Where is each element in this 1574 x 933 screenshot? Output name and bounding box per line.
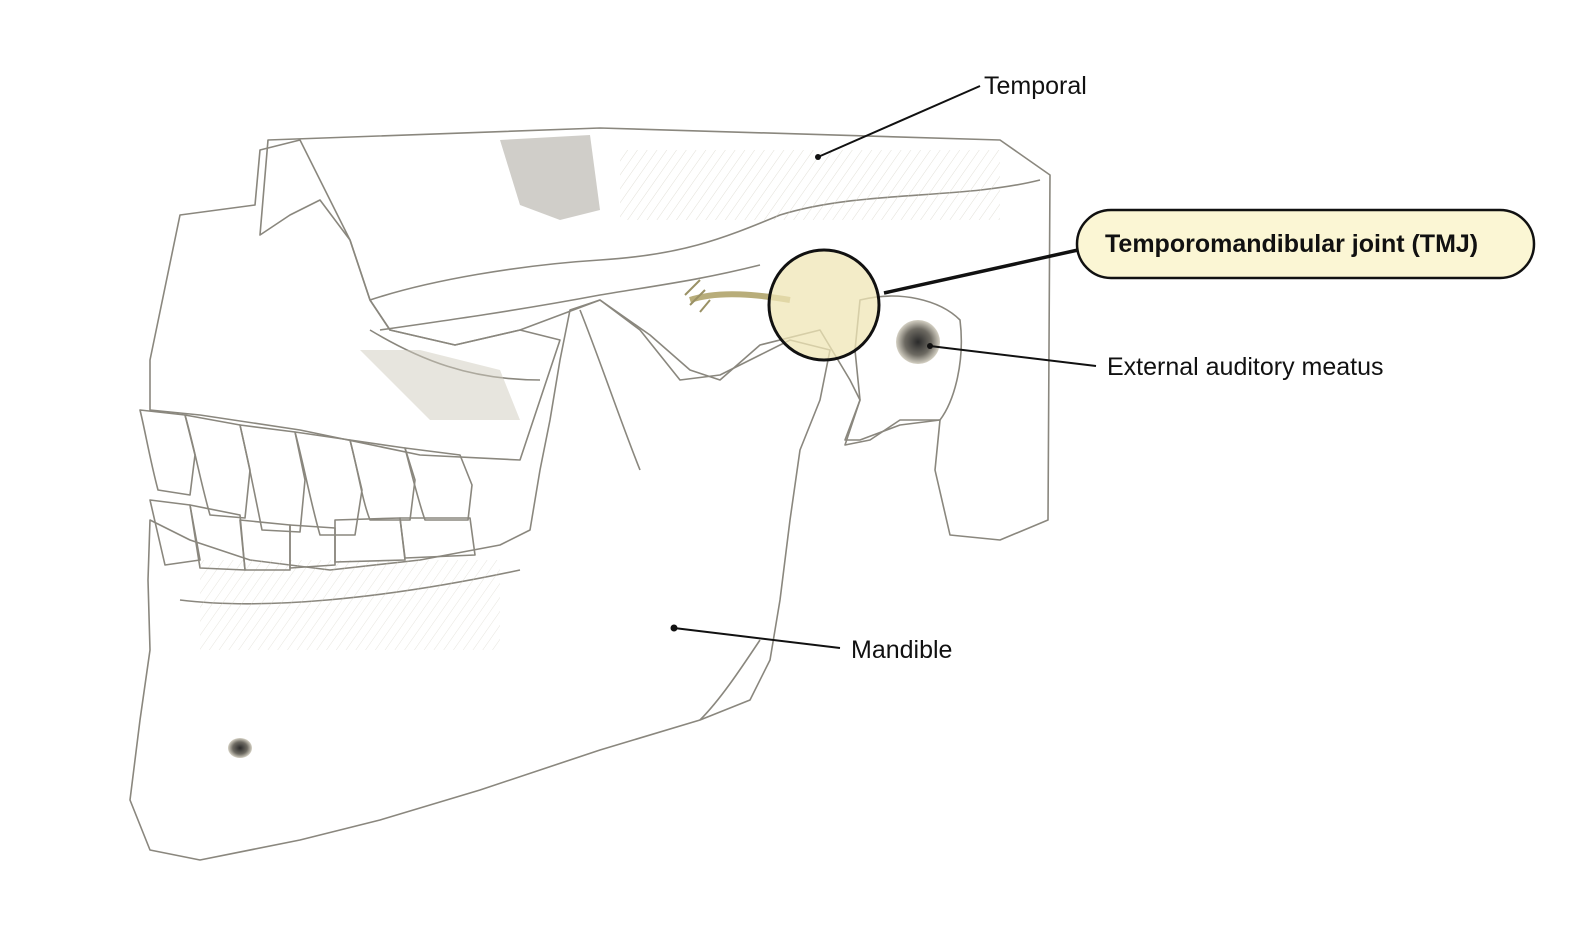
mandible-shape — [129, 299, 831, 861]
label-temporal: Temporal — [984, 72, 1087, 100]
upper-teeth — [139, 409, 473, 536]
lower-tooth — [334, 517, 406, 563]
upper-tooth — [294, 431, 363, 536]
skull-upper — [259, 127, 1051, 541]
maxilla — [149, 139, 561, 461]
temporal-pointer-dot — [815, 154, 821, 160]
lower-tooth — [289, 524, 336, 569]
label-mandible: Mandible — [851, 636, 952, 664]
zygomatic-arch-lower — [379, 264, 761, 331]
upper-tooth — [184, 414, 251, 519]
maxilla-shape — [149, 139, 561, 461]
mental-foramen — [228, 738, 252, 758]
label-tmj: Temporomandibular joint (TMJ) — [1105, 230, 1478, 258]
mandible-angle — [699, 639, 761, 721]
upper-tooth — [139, 409, 196, 496]
tmj-callout-box — [1075, 208, 1536, 280]
ear-region — [844, 295, 963, 441]
tmj-leader — [883, 248, 1079, 295]
upper-tooth — [349, 439, 416, 521]
mandible-leader — [673, 627, 841, 649]
lower-tooth — [239, 519, 291, 571]
mandible — [129, 299, 831, 861]
label-external-auditory-meatus: External auditory meatus — [1107, 353, 1384, 381]
tmj-highlight-circle — [767, 248, 881, 362]
mandible-hatching — [200, 560, 500, 650]
external-auditory-meatus-opening — [896, 320, 940, 364]
maxilla-shadow — [360, 350, 520, 420]
meatus-pointer-dot — [927, 343, 933, 349]
upper-tooth — [239, 424, 306, 533]
mandible-pointer-dot — [670, 624, 678, 632]
mandible-ramus-ridge — [579, 309, 641, 471]
temporal-leader — [817, 85, 981, 158]
joint-fibers — [684, 279, 711, 313]
leader-lines — [670, 85, 1097, 649]
upper-tooth — [404, 447, 473, 521]
meatus-leader — [929, 345, 1097, 367]
mastoid-shape — [844, 295, 963, 441]
temporal-shading — [500, 135, 600, 220]
temporal-hatching — [620, 150, 1000, 220]
tmj-joint — [684, 248, 881, 362]
lower-tooth — [149, 499, 201, 566]
lower-tooth — [399, 517, 476, 559]
lower-teeth — [149, 499, 476, 571]
